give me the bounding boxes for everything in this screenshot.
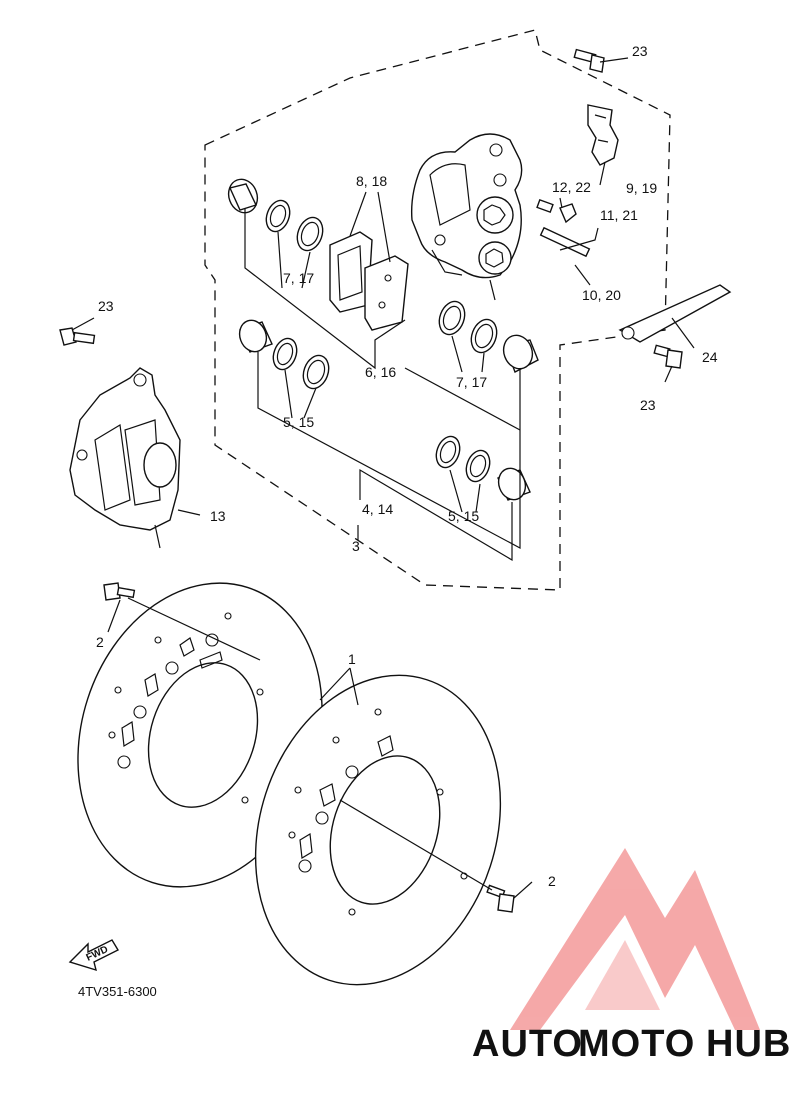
callout-7-17-lower: 7, 17	[456, 374, 487, 390]
seal-ring-upper-2	[296, 216, 324, 252]
callout-12-22: 12, 22	[552, 179, 591, 195]
bleed-screw	[536, 198, 577, 224]
piston-left-lower	[238, 319, 273, 353]
watermark-logo	[510, 848, 760, 1030]
callout-23-right: 23	[640, 397, 656, 413]
seal-ring-bottom-1	[435, 435, 461, 469]
callout-10-20: 10, 20	[582, 287, 621, 303]
callout-3: 3	[352, 538, 360, 554]
seal-ring-mid-2	[470, 318, 498, 354]
callout-23-top: 23	[632, 43, 648, 59]
callout-6-16: 6, 16	[365, 364, 396, 380]
callout-2-upper: 2	[96, 634, 104, 650]
piston-left-upper	[227, 178, 259, 214]
brake-pad-rear	[364, 255, 409, 331]
fwd-arrow-icon: FWD	[68, 939, 119, 972]
piston-right-mid	[502, 334, 539, 373]
hose-bracket	[618, 284, 732, 343]
bolt-23-left	[59, 327, 96, 346]
callout-4-14: 4, 14	[362, 501, 393, 517]
leader-lines	[71, 57, 695, 899]
disc-bolt-lower	[486, 884, 515, 913]
caliper-assembled-left	[69, 367, 181, 549]
callout-23-left: 23	[98, 298, 114, 314]
seal-ring-mid-1	[438, 300, 466, 336]
watermark-text-moto: MOTO	[578, 1023, 695, 1065]
callout-5-15-lower: 5, 15	[448, 508, 479, 524]
piston-bottom-right	[497, 467, 531, 501]
bolt-23-top	[573, 48, 605, 73]
watermark-text-hub: HUB	[706, 1023, 791, 1065]
callout-5-15-upper: 5, 15	[283, 414, 314, 430]
callout-7-17-upper: 7, 17	[283, 270, 314, 286]
callout-24: 24	[702, 349, 718, 365]
brake-disc-right	[254, 674, 502, 986]
callout-1: 1	[348, 651, 356, 667]
callout-9-19: 9, 19	[626, 180, 657, 196]
diagram-code: 4TV351-6300	[78, 984, 157, 999]
caliper-assembly-boundary	[204, 29, 671, 591]
seal-ring-lower-1	[272, 337, 298, 371]
callouts: 23 8, 18 12, 22 9, 19 11, 21 7, 17 10, 2…	[96, 43, 718, 889]
callout-11-21: 11, 21	[600, 207, 638, 223]
disc-bolt-upper	[103, 582, 136, 601]
seal-ring-upper-1	[265, 199, 291, 233]
bolt-23-right	[653, 344, 683, 369]
callout-2-lower: 2	[548, 873, 556, 889]
seal-ring-bottom-2	[465, 449, 491, 483]
seal-ring-lower-2	[302, 354, 330, 390]
callout-13: 13	[210, 508, 226, 524]
watermark-text-auto: AUTO	[472, 1023, 583, 1065]
pad-spring	[587, 104, 619, 166]
caliper-body-right	[410, 133, 523, 301]
pad-pin	[539, 226, 591, 258]
watermark-brand: AUTO MOTO HUB	[472, 1023, 791, 1065]
callout-8-18: 8, 18	[356, 173, 387, 189]
